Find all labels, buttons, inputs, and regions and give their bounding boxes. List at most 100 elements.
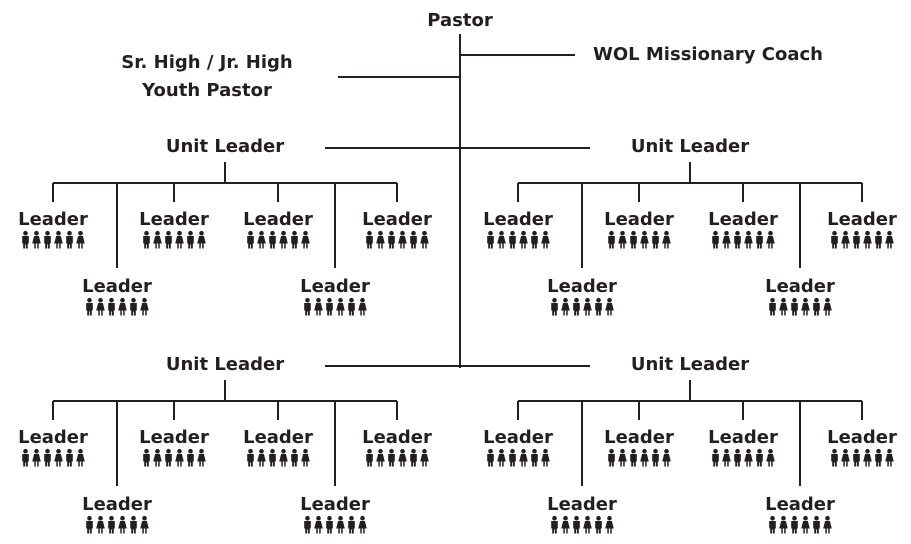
male-person-icon	[187, 230, 194, 249]
male-person-icon	[875, 448, 882, 467]
female-person-icon	[301, 448, 310, 467]
male-person-icon	[769, 297, 776, 316]
male-person-icon	[291, 230, 298, 249]
female-person-icon	[605, 297, 614, 316]
male-person-icon	[269, 448, 276, 467]
female-person-icon	[76, 448, 85, 467]
female-person-icon	[801, 297, 810, 316]
male-person-icon	[165, 230, 172, 249]
pastor-title: Pastor	[427, 10, 493, 31]
leader-label: Leader	[243, 427, 313, 448]
female-person-icon	[175, 448, 184, 467]
leader-label: Leader	[827, 209, 897, 230]
male-person-icon	[66, 448, 73, 467]
leader-label: Leader	[547, 276, 617, 297]
male-person-icon	[531, 230, 538, 249]
female-person-icon	[863, 448, 872, 467]
male-person-icon	[326, 515, 333, 534]
female-person-icon	[640, 230, 649, 249]
leader-label: Leader	[243, 209, 313, 230]
male-person-icon	[573, 515, 580, 534]
female-person-icon	[618, 230, 627, 249]
leader-label: Leader	[827, 427, 897, 448]
female-person-icon	[519, 448, 528, 467]
male-person-icon	[652, 448, 659, 467]
leader-label: Leader	[604, 209, 674, 230]
male-person-icon	[791, 297, 798, 316]
female-person-icon	[863, 230, 872, 249]
male-person-icon	[165, 448, 172, 467]
male-person-icon	[22, 448, 29, 467]
leader-label: Leader	[708, 427, 778, 448]
male-person-icon	[326, 297, 333, 316]
male-person-icon	[410, 448, 417, 467]
leader-label: Leader	[139, 427, 209, 448]
male-person-icon	[630, 230, 637, 249]
male-person-icon	[86, 515, 93, 534]
male-person-icon	[304, 515, 311, 534]
male-person-icon	[509, 230, 516, 249]
male-person-icon	[388, 230, 395, 249]
male-person-icon	[348, 515, 355, 534]
male-person-icon	[734, 448, 741, 467]
male-person-icon	[813, 297, 820, 316]
leader-label: Leader	[765, 276, 835, 297]
unit-leader-label: Unit Leader	[166, 136, 284, 157]
female-person-icon	[823, 515, 832, 534]
leader-label: Leader	[483, 209, 553, 230]
leader-label: Leader	[139, 209, 209, 230]
female-person-icon	[885, 230, 894, 249]
female-person-icon	[336, 297, 345, 316]
female-person-icon	[841, 230, 850, 249]
male-person-icon	[143, 230, 150, 249]
male-person-icon	[187, 448, 194, 467]
female-person-icon	[605, 515, 614, 534]
male-person-icon	[769, 515, 776, 534]
leader-label: Leader	[604, 427, 674, 448]
female-person-icon	[314, 515, 323, 534]
female-person-icon	[497, 230, 506, 249]
female-person-icon	[561, 297, 570, 316]
female-person-icon	[541, 230, 550, 249]
female-person-icon	[54, 448, 63, 467]
female-person-icon	[662, 448, 671, 467]
male-person-icon	[573, 297, 580, 316]
female-person-icon	[301, 230, 310, 249]
male-person-icon	[487, 448, 494, 467]
female-person-icon	[618, 448, 627, 467]
male-person-icon	[247, 448, 254, 467]
female-person-icon	[561, 515, 570, 534]
female-person-icon	[766, 448, 775, 467]
male-person-icon	[388, 448, 395, 467]
male-person-icon	[712, 448, 719, 467]
female-person-icon	[583, 515, 592, 534]
leader-label: Leader	[82, 494, 152, 515]
male-person-icon	[108, 515, 115, 534]
leader-label: Leader	[18, 209, 88, 230]
female-person-icon	[314, 297, 323, 316]
leader-label: Leader	[82, 276, 152, 297]
leader-label: Leader	[18, 427, 88, 448]
female-person-icon	[76, 230, 85, 249]
leader-label: Leader	[362, 209, 432, 230]
female-person-icon	[118, 515, 127, 534]
male-person-icon	[853, 448, 860, 467]
female-person-icon	[801, 515, 810, 534]
female-person-icon	[662, 230, 671, 249]
female-person-icon	[376, 448, 385, 467]
female-person-icon	[257, 448, 266, 467]
female-person-icon	[722, 448, 731, 467]
female-person-icon	[257, 230, 266, 249]
male-person-icon	[44, 230, 51, 249]
male-person-icon	[734, 230, 741, 249]
male-person-icon	[86, 297, 93, 316]
male-person-icon	[791, 515, 798, 534]
male-person-icon	[853, 230, 860, 249]
female-person-icon	[96, 515, 105, 534]
unit-leader-label: Unit Leader	[631, 136, 749, 157]
male-person-icon	[130, 297, 137, 316]
male-person-icon	[66, 230, 73, 249]
